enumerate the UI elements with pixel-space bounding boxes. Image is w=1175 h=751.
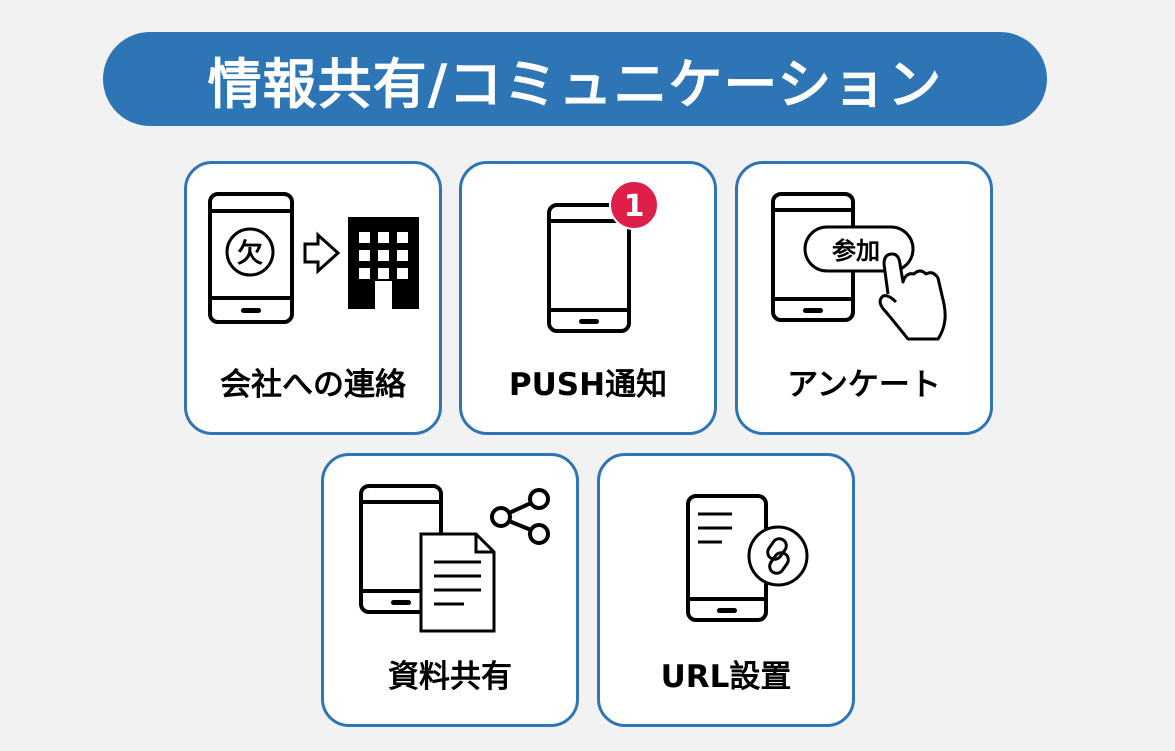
absence-glyph: 欠 (237, 238, 263, 269)
link-icon (766, 537, 790, 575)
phone-to-company-icon: 欠 (208, 192, 419, 324)
card-label: PUSH通知 (508, 367, 668, 403)
card-survey[interactable]: 参加 アンケート (735, 161, 993, 435)
phone-tap-icon: 参加 (771, 192, 947, 341)
share-icon (490, 488, 550, 545)
card-label: アンケート (787, 367, 941, 403)
badge-count: 1 (624, 189, 645, 224)
card-label: 資料共有 (388, 659, 512, 695)
phone-document-share-icon (359, 484, 550, 633)
card-document-share[interactable]: 資料共有 (321, 453, 579, 727)
card-label: URL設置 (660, 659, 792, 695)
phone-link-icon (686, 494, 809, 622)
card-url-setup[interactable]: URL設置 (597, 453, 855, 727)
page-title: 情報共有/コミュニケーション (103, 32, 1047, 126)
join-button-label: 参加 (832, 237, 880, 265)
notification-badge (609, 180, 659, 230)
card-label: 会社への連絡 (220, 367, 406, 403)
phone-notification-icon: 1 (547, 180, 659, 333)
card-push-notification[interactable]: 1 PUSH通知 (459, 161, 717, 435)
card-company-contact[interactable]: 欠 会社への連絡 (184, 161, 442, 435)
